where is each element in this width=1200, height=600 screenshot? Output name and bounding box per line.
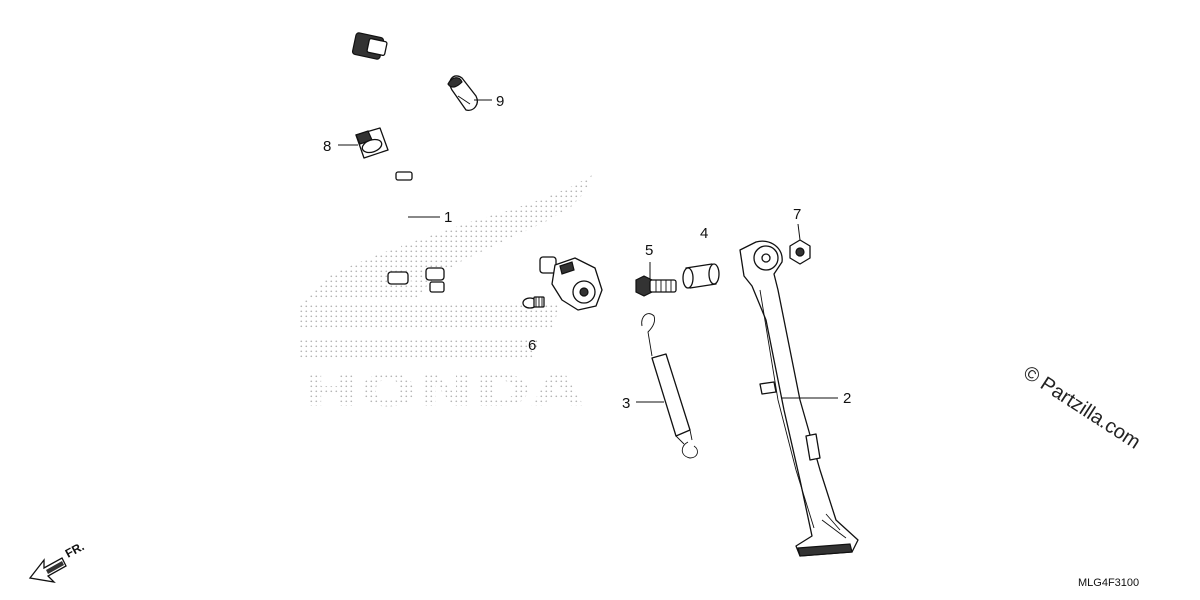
callout-6: 6 (528, 337, 536, 354)
callout-3: 3 (622, 395, 630, 412)
partzilla-watermark: © Partzilla.com (1019, 362, 1144, 454)
callout-labels: 1 2 3 4 5 6 7 8 9 (323, 93, 851, 412)
callout-5: 5 (645, 242, 653, 259)
callout-4: 4 (700, 225, 708, 242)
honda-background-text: HONDA (302, 366, 584, 417)
nut-part (789, 239, 811, 265)
screw-part (522, 296, 545, 309)
callout-8: 8 (323, 138, 331, 155)
callout-9: 9 (496, 93, 504, 110)
clamp-part (355, 127, 389, 159)
spring-part (641, 313, 698, 459)
callout-7: 7 (793, 206, 801, 223)
collar-part (682, 263, 720, 289)
callout-2: 2 (843, 390, 851, 407)
side-stand-part (739, 240, 859, 557)
leader-lines (338, 99, 838, 403)
callout-1: 1 (444, 209, 452, 226)
wire-harness-part (351, 32, 603, 311)
clip-part (447, 75, 478, 111)
front-direction-indicator: FR. (28, 539, 87, 583)
bolt-part (635, 275, 677, 297)
honda-background-logo: HONDA (300, 175, 592, 417)
diagram-code: MLG4F3100 (1078, 577, 1139, 589)
front-direction-label: FR. (63, 539, 87, 560)
leader-7 (797, 223, 801, 241)
